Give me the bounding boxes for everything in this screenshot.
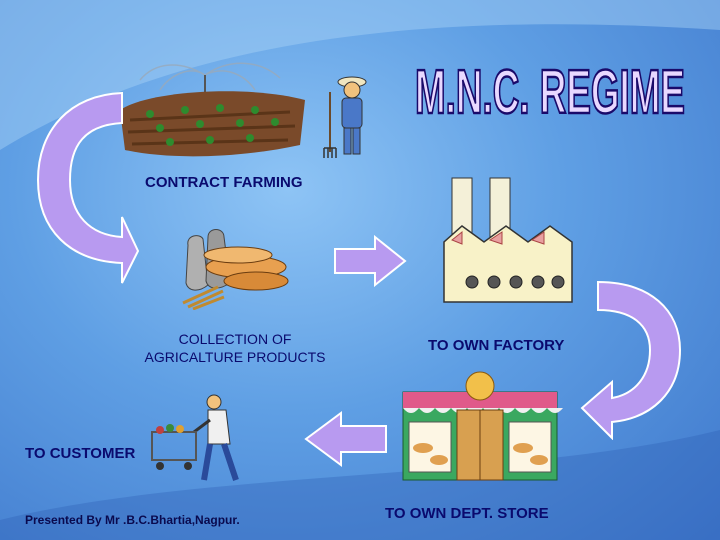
to-customer-arrow [303,410,388,468]
step-collection-line1: COLLECTION OF [178,331,292,347]
step-contract-farming: CONTRACT FARMING [145,174,303,191]
step-collection: COLLECTION OF AGRICALTURE PRODUCTS [130,330,340,366]
factory-icon [432,172,580,310]
farmer-icon [318,72,378,162]
step-own-factory: TO OWN FACTORY [428,337,565,354]
farm-field-icon [110,50,310,160]
grain-sacks-bread-icon [178,225,293,311]
return-curved-arrow [30,85,140,285]
shopper-cart-icon [148,392,278,487]
slide-title: M.N.C. REGIME [410,45,690,129]
step-to-customer: TO CUSTOMER [25,445,136,462]
slide-title-text: M.N.C. REGIME [415,58,685,125]
presenter-credit: Presented By Mr .B.C.Bhartia,Nagpur. [25,513,240,527]
to-factory-arrow [333,234,408,288]
step-collection-line2: AGRICALTURE PRODUCTS [144,349,326,365]
step-own-dept-store: TO OWN DEPT. STORE [385,505,549,522]
to-store-curved-arrow [580,280,685,441]
dept-store-icon [395,370,565,482]
